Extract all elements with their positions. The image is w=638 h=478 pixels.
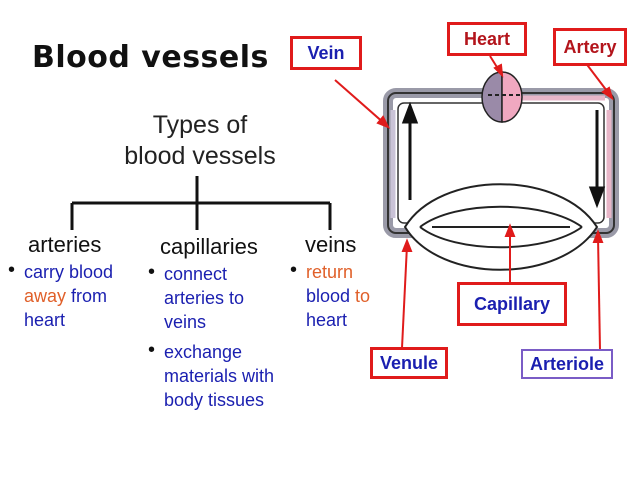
- label-heart: Heart: [447, 22, 527, 56]
- list-item: connect arteries to veins: [148, 260, 276, 334]
- bullet-highlight: to: [355, 286, 371, 306]
- type-heading-capillaries: capillaries: [160, 234, 258, 259]
- bullet-highlight: return: [306, 262, 354, 282]
- list-item: exchange materials with body tissues: [148, 338, 276, 412]
- bullet-highlight: away: [24, 286, 67, 306]
- veins-bullets: return blood to heart: [290, 258, 385, 338]
- label-arteriole: Arteriole: [521, 349, 613, 379]
- bullet-text: carry blood: [24, 262, 114, 282]
- pointer-arrows: [334, 55, 614, 351]
- tree-root-line2: blood vessels: [124, 142, 276, 170]
- bullet-text: blood: [306, 286, 356, 306]
- loop-tint-right: [510, 95, 612, 218]
- tree-root-label: Types of blood vessels: [100, 110, 300, 172]
- list-item: carry blood away from heart: [8, 258, 138, 332]
- page-title: Blood vessels: [32, 40, 269, 75]
- tree-connectors: [70, 176, 332, 230]
- tree-root-line1: Types of: [152, 111, 248, 139]
- flow-arrow-up: [401, 101, 419, 200]
- heart-shape: [481, 71, 523, 123]
- label-capillary: Capillary: [457, 282, 567, 326]
- label-venule: Venule: [370, 347, 448, 379]
- label-artery: Artery: [553, 28, 627, 66]
- label-vein: Vein: [290, 36, 362, 70]
- list-item: return blood to heart: [290, 258, 385, 332]
- capillaries-bullets: connect arteries to veins exchange mater…: [148, 260, 276, 418]
- arteries-bullets: carry blood away from heart: [8, 258, 138, 338]
- capillary-lines: [419, 205, 583, 249]
- bullet-text: from heart: [24, 286, 108, 330]
- bullet-text: heart: [306, 310, 348, 330]
- type-heading-veins: veins: [305, 232, 357, 257]
- flow-arrow-down: [588, 110, 606, 209]
- type-heading-arteries: arteries: [28, 232, 102, 257]
